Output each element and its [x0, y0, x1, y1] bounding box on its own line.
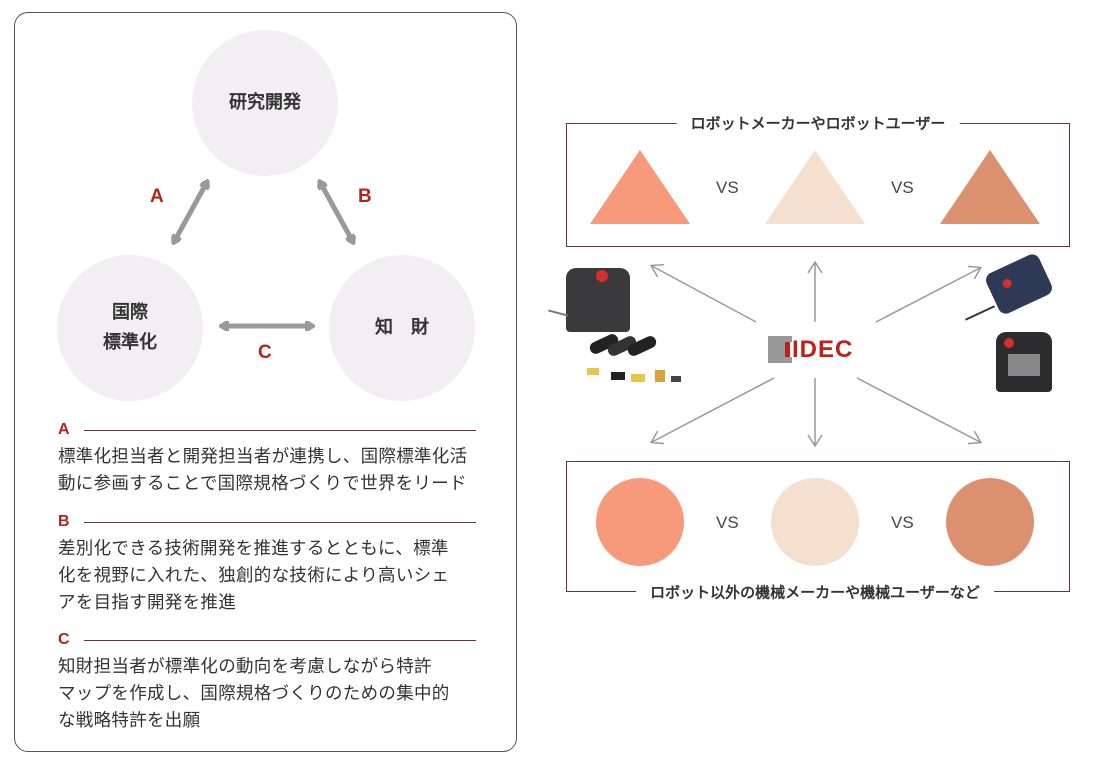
arrow-label-b: B	[358, 186, 372, 207]
node-research-development: 研究開発	[192, 30, 338, 176]
section-b: B 差別化できる技術開発を推進するとともに、標準化を視野に入れた、独創的な技術に…	[58, 512, 476, 617]
node-label: 知 財	[375, 317, 429, 338]
arrow-b	[320, 182, 353, 242]
divider	[83, 429, 476, 431]
left-panel	[14, 12, 517, 752]
section-key: C	[58, 631, 70, 648]
arrow-up-right	[875, 265, 983, 323]
divider	[83, 639, 476, 641]
section-a: A 標準化担当者と開発担当者が連携し、国際標準化活動に参画することで国際規格づく…	[58, 420, 476, 498]
triangle-competitor-2	[765, 150, 865, 224]
robot-makers-title: ロボットメーカーやロボットユーザー	[676, 112, 960, 134]
machine-makers-title: ロボット以外の機械メーカーや機械ユーザーなど	[636, 581, 994, 603]
section-key: A	[58, 421, 70, 438]
divider	[83, 521, 476, 523]
circle-competitor-3	[946, 478, 1034, 566]
section-text: 知財担当者が標準化の動向を考慮しながら特許	[58, 657, 432, 677]
idec-arrows	[649, 260, 983, 448]
arrow-label-a: A	[150, 186, 164, 207]
section-text: な戦略特許を出願	[58, 711, 201, 731]
vs-label: VS	[891, 178, 914, 197]
triangle-competitor-3	[940, 150, 1040, 224]
enable-switches-image	[585, 332, 693, 384]
circle-competitor-1	[596, 478, 684, 566]
section-key: B	[58, 513, 70, 530]
node-intellectual-property: 知 財	[329, 255, 475, 401]
vs-label: VS	[716, 178, 739, 197]
relation-arrows	[174, 182, 353, 326]
section-text: マップを作成し、国際規格づくりのための集中的	[58, 684, 450, 704]
node-label: 研究開発	[229, 92, 301, 113]
arrow-down-left	[649, 377, 775, 445]
section-text: アを目指す開発を推進	[58, 593, 236, 613]
node-label: 国際	[112, 302, 148, 323]
logo-text: IDEC	[792, 336, 854, 363]
arrow-up-left	[649, 263, 757, 323]
section-text: 標準化担当者と開発担当者が連携し、国際標準化活	[58, 447, 468, 467]
section-text: 差別化できる技術開発を推進するとともに、標準	[58, 539, 449, 559]
section-c: C 知財担当者が標準化の動向を考慮しながら特許マップを作成し、国際規格づくりのた…	[58, 630, 476, 735]
arrow-label-c: C	[258, 342, 272, 363]
section-text: 化を視野に入れた、独創的な技術により高いシェ	[58, 566, 450, 586]
teach-pendant-image	[566, 268, 630, 332]
triangle-competitor-1	[590, 150, 690, 224]
circle-competitor-2	[771, 478, 859, 566]
idec-logo: IDEC	[768, 336, 868, 368]
vs-label: VS	[891, 513, 914, 532]
section-text: 動に参画することで国際規格づくりで世界をリード	[58, 474, 467, 494]
node-international-standardization: 国際標準化	[57, 255, 203, 401]
arrow-down-right	[856, 377, 983, 445]
tablet-pendant-image	[996, 332, 1052, 392]
vs-label: VS	[716, 513, 739, 532]
node-label: 標準化	[103, 332, 157, 353]
arrow-a	[174, 182, 207, 242]
